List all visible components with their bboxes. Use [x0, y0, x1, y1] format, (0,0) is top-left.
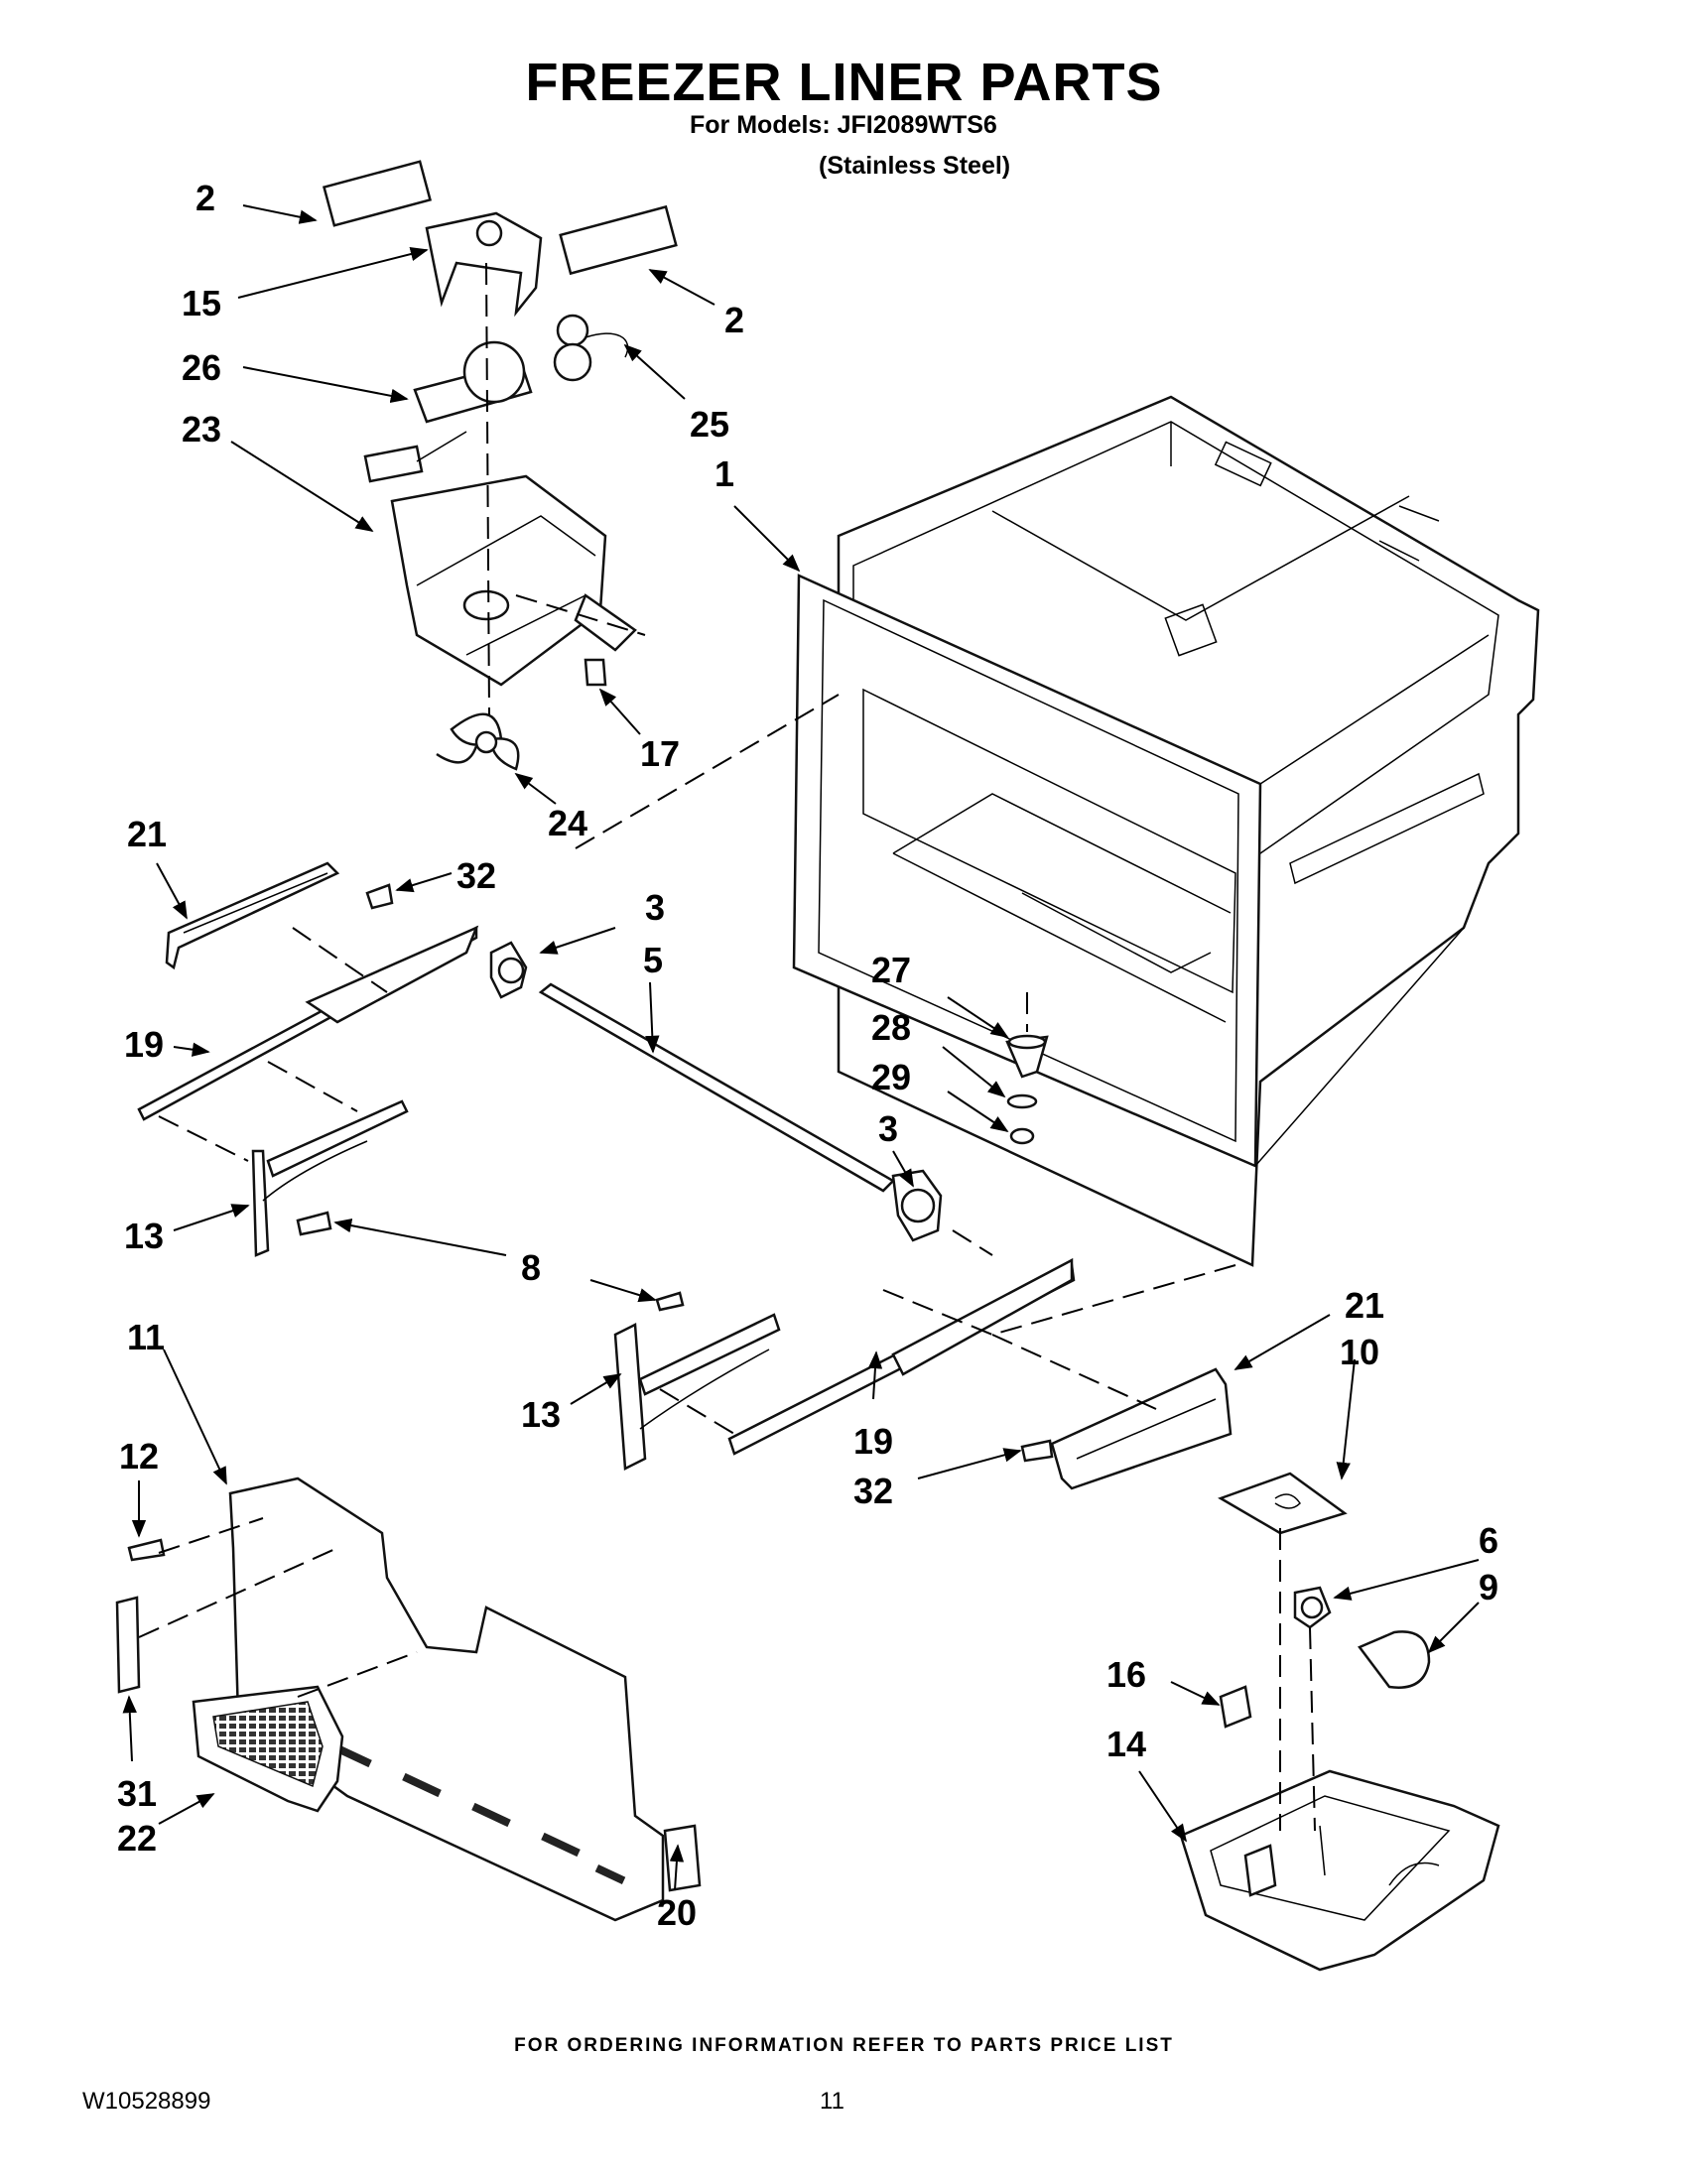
- callout-21-left: 21: [127, 814, 167, 854]
- finish-line: (Stainless Steel): [819, 152, 1011, 180]
- callout-8: 8: [521, 1247, 541, 1288]
- callout-3-right-gear: 3: [878, 1108, 898, 1149]
- evaporator-fan-assembly: [322, 160, 678, 771]
- callout-26: 26: [182, 347, 221, 388]
- callout-labels: 2 15 2 26 25 23 1 17 24 21 32 3 5 19 27 …: [117, 178, 1498, 1933]
- callout-6: 6: [1479, 1520, 1498, 1561]
- right-slide-rail-group: [613, 1257, 1236, 1490]
- callout-31: 31: [117, 1773, 157, 1814]
- callout-29: 29: [871, 1057, 911, 1097]
- light-housing-assembly: [1179, 1472, 1500, 1972]
- callout-19-left: 19: [124, 1024, 164, 1065]
- callout-14: 14: [1106, 1724, 1146, 1764]
- callout-3-left-gear: 3: [645, 887, 665, 928]
- callout-17: 17: [640, 733, 680, 774]
- callout-5: 5: [643, 940, 663, 980]
- callout-1: 1: [714, 453, 734, 494]
- freezer-liner-part: [792, 395, 1540, 1267]
- lower-cover-panel: [115, 1477, 702, 1922]
- callout-16: 16: [1106, 1654, 1146, 1695]
- callout-32-left: 32: [456, 855, 496, 896]
- callout-12: 12: [119, 1436, 159, 1477]
- callout-32-right: 32: [853, 1471, 893, 1511]
- callout-27: 27: [871, 950, 911, 990]
- models-line: For Models: JFI2089WTS6: [690, 111, 997, 139]
- callout-13-right: 13: [521, 1394, 561, 1435]
- callout-22: 22: [117, 1818, 157, 1859]
- callout-13-left: 13: [124, 1216, 164, 1256]
- callout-23: 23: [182, 409, 221, 450]
- callout-28: 28: [871, 1007, 911, 1048]
- callout-2-top-left: 2: [195, 178, 215, 218]
- page-number: 11: [820, 2088, 844, 2115]
- damper-parts: [1005, 992, 1049, 1145]
- callout-10: 10: [1340, 1332, 1379, 1372]
- callout-11: 11: [127, 1317, 165, 1357]
- callout-19-right: 19: [853, 1421, 893, 1462]
- callout-leaders: [122, 204, 1480, 1891]
- callout-15: 15: [182, 283, 221, 323]
- callout-20: 20: [657, 1892, 697, 1933]
- page-title: FREEZER LINER PARTS: [525, 53, 1163, 112]
- left-slide-rail-group: [137, 861, 528, 1257]
- callout-2-top-right: 2: [724, 300, 744, 340]
- ordering-note: FOR ORDERING INFORMATION REFER TO PARTS …: [514, 2035, 1174, 2056]
- callout-21-right: 21: [1345, 1285, 1384, 1326]
- drawer-shaft-assembly: [538, 694, 993, 1256]
- document-number: W10528899: [82, 2088, 211, 2115]
- callout-24: 24: [548, 803, 587, 843]
- callout-9: 9: [1479, 1567, 1498, 1607]
- callout-25: 25: [690, 404, 729, 445]
